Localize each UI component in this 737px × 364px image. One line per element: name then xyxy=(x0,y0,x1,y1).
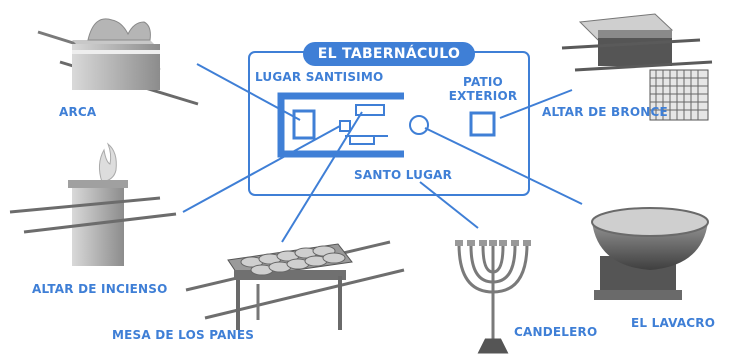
laver-illustration xyxy=(591,207,709,300)
incense-altar-illustration xyxy=(9,142,177,266)
lampstand-illustration xyxy=(455,240,531,354)
label-patio-exterior-line1: PATIO xyxy=(463,75,503,89)
label-patio-exterior-line2: EXTERIOR xyxy=(448,89,518,103)
label-el-lavacro: EL LAVACRO xyxy=(631,316,716,330)
bronze-altar-illustration xyxy=(561,13,713,121)
showbread-table-illustration xyxy=(185,240,405,330)
label-altar-de-bronce: ALTAR DE BRONCE xyxy=(542,105,668,119)
ark-illustration xyxy=(37,18,199,106)
label-lugar-santisimo: LUGAR SANTISIMO xyxy=(255,70,384,84)
label-altar-de-incienso: ALTAR DE INCIENSO xyxy=(32,282,168,296)
label-patio-exterior: PATIO EXTERIOR xyxy=(444,75,522,103)
label-mesa-de-los-panes: MESA DE LOS PANES xyxy=(112,328,255,342)
label-candelero: CANDELERO xyxy=(514,325,598,339)
label-arca: ARCA xyxy=(59,105,97,119)
diagram-title: EL TABERNÁCULO xyxy=(303,42,475,66)
label-santo-lugar: SANTO LUGAR xyxy=(354,168,453,182)
